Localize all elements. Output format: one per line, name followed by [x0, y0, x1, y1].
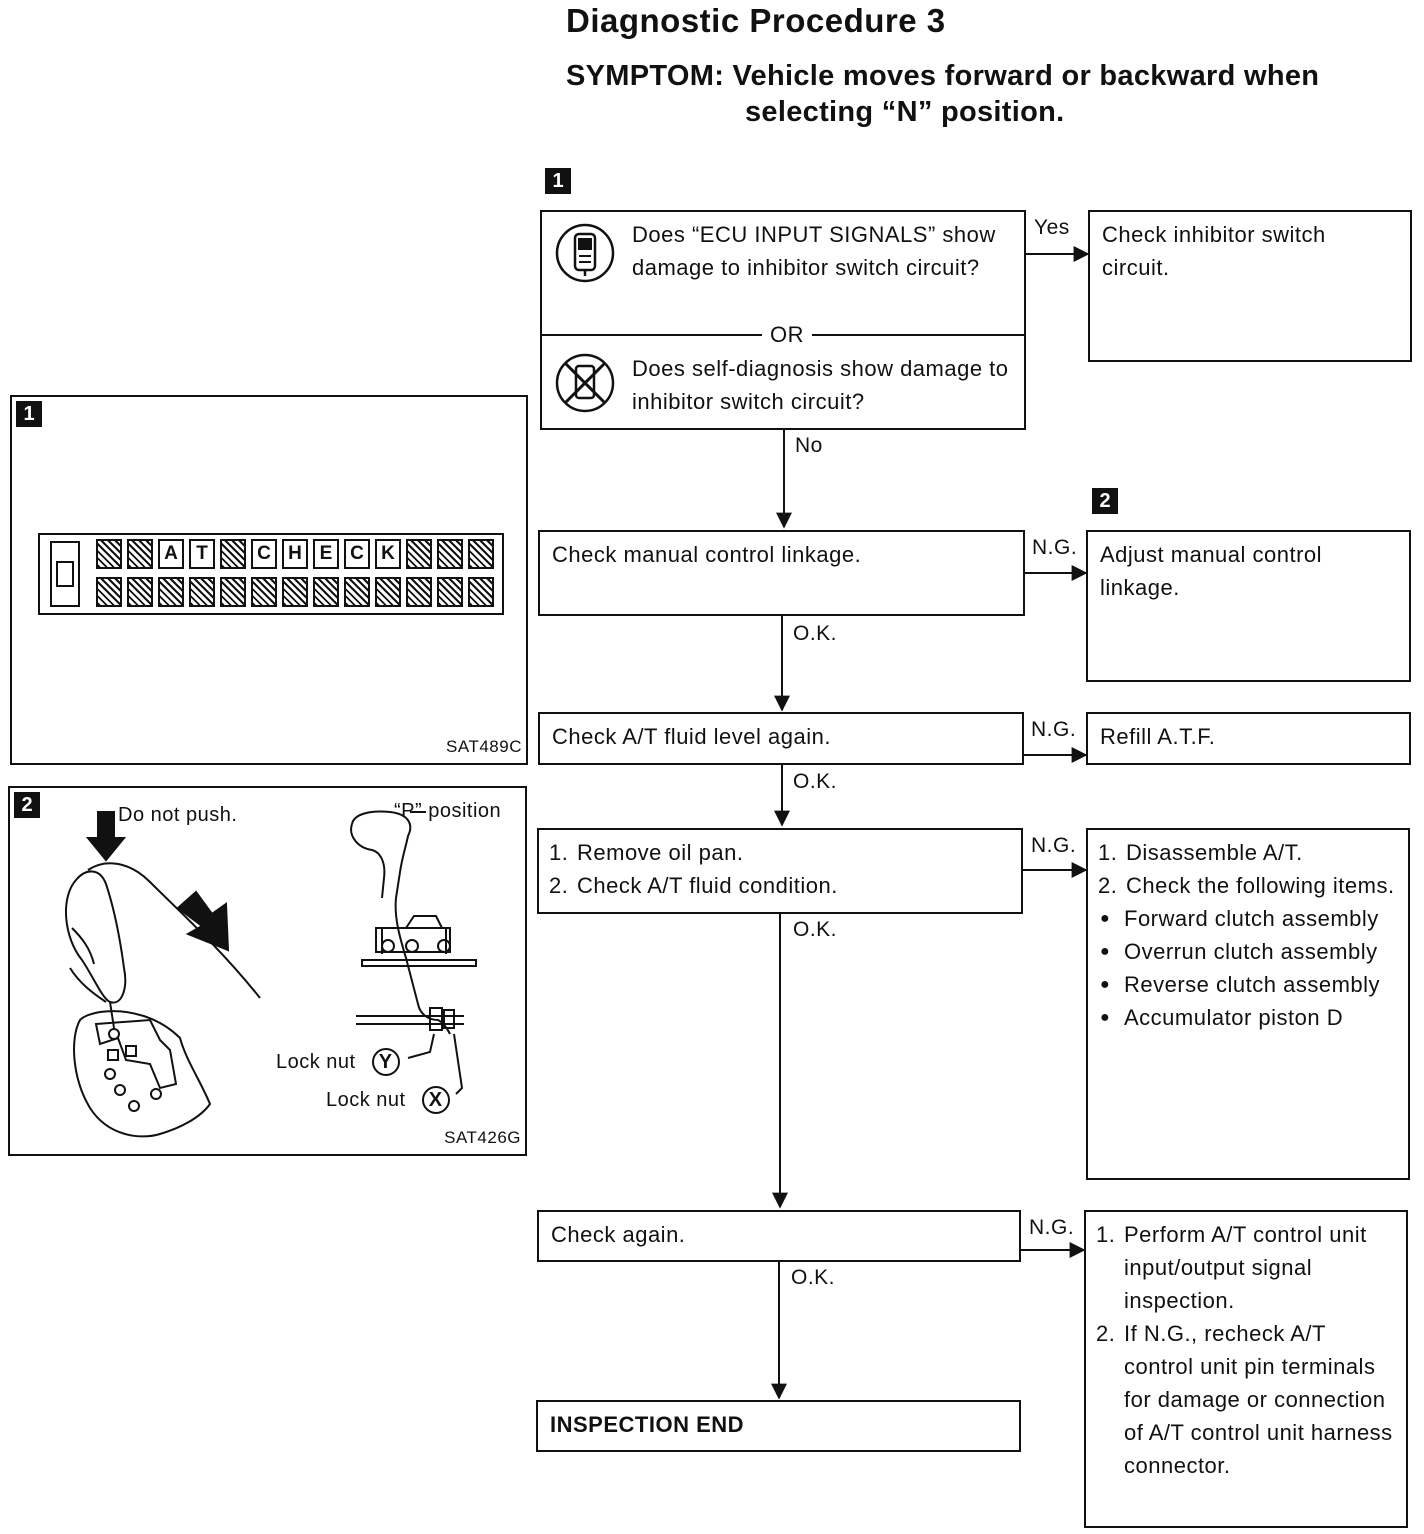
lock-nut-x-label: Lock nut X	[326, 1086, 450, 1114]
list-item: Reverse clutch assembly	[1100, 968, 1396, 1001]
ok-label-2: O.K.	[793, 622, 838, 645]
display-cell-blank	[96, 539, 122, 569]
list-item: Accumulator piston D	[1100, 1001, 1396, 1034]
question-ecu-input-signals: Does “ECU INPUT SIGNALS” show damage to …	[632, 222, 996, 280]
refill-atf-text: Refill A.T.F.	[1100, 724, 1216, 749]
list-item: Forward clutch assembly	[1100, 902, 1396, 935]
perform-inspection-box: Perform A/T control unit input/output si…	[1084, 1210, 1408, 1528]
step-tag-1: 1	[545, 168, 571, 194]
figure-2-code: SAT426G	[444, 1128, 521, 1147]
ok-label-5: O.K.	[791, 1266, 836, 1289]
display-cell-blank	[127, 539, 153, 569]
consult-tester-icon	[555, 223, 615, 283]
p-position-label: “P” position	[394, 800, 502, 822]
display-cell-blank	[220, 577, 246, 607]
display-cell-letter: C	[344, 539, 370, 569]
display-cell-blank	[406, 539, 432, 569]
display-cell-blank	[127, 577, 153, 607]
question-self-diagnosis: Does self-diagnosis show damage to inhib…	[632, 356, 1009, 414]
remove-oil-pan-box: Remove oil pan. Check A/T fluid conditio…	[537, 828, 1023, 914]
lock-nut-y-text: Lock nut	[276, 1051, 356, 1073]
figure-1-panel: 1 A T C H E C K	[10, 395, 528, 765]
list-item: Check the following items.	[1124, 869, 1396, 902]
display-cell-letter: K	[375, 539, 401, 569]
display-cell-letter: A	[158, 539, 184, 569]
display-cell-blank	[468, 539, 494, 569]
check-manual-linkage-text: Check manual control linkage.	[552, 542, 862, 567]
figure-2-panel: 2	[8, 786, 527, 1156]
disassemble-check-items: Forward clutch assembly Overrun clutch a…	[1100, 902, 1396, 1034]
perform-inspection-steps: Perform A/T control unit input/output si…	[1098, 1218, 1394, 1482]
list-item: Check A/T fluid condition.	[575, 869, 1009, 902]
or-label: OR	[762, 318, 812, 351]
display-cell-blank	[189, 577, 215, 607]
display-left-window	[50, 541, 80, 607]
list-item: Remove oil pan.	[575, 836, 1009, 869]
check-inhibitor-switch-text: Check inhibitor switch circuit.	[1102, 222, 1326, 280]
consult-display: A T C H E C K	[38, 533, 504, 615]
selector-lever-illustration	[65, 810, 477, 1138]
display-cell-blank	[437, 539, 463, 569]
figure-tag-2: 2	[14, 792, 40, 818]
check-fluid-level-text: Check A/T fluid level again.	[552, 724, 831, 749]
inspection-end-text: INSPECTION END	[550, 1412, 745, 1437]
list-item: Disassemble A/T.	[1124, 836, 1396, 869]
lock-nut-x-text: Lock nut	[326, 1089, 406, 1111]
ng-label-3: N.G.	[1031, 718, 1077, 741]
page-title: Diagnostic Procedure 3	[566, 2, 946, 39]
adjust-linkage-text: Adjust manual control linkage.	[1100, 542, 1323, 600]
ok-label-3: O.K.	[793, 770, 838, 793]
disassemble-steps: Disassemble A/T. Check the following ite…	[1100, 836, 1396, 902]
symptom-line-2: selecting “N” position.	[745, 96, 1065, 128]
list-item: Perform A/T control unit input/output si…	[1122, 1218, 1394, 1317]
display-cells: A T C H E C K	[96, 539, 506, 611]
display-cell-blank	[282, 577, 308, 607]
display-cell-blank	[96, 577, 122, 607]
no-tester-icon	[555, 353, 615, 413]
display-cell-blank	[251, 577, 277, 607]
ng-label-5: N.G.	[1029, 1216, 1075, 1239]
check-manual-linkage-box: Check manual control linkage.	[538, 530, 1025, 616]
check-again-box: Check again.	[537, 1210, 1021, 1262]
inspection-end-box: INSPECTION END	[536, 1400, 1021, 1452]
step-tag-2: 2	[1092, 488, 1118, 514]
do-not-push-label: Do not push.	[118, 804, 238, 826]
display-cell-blank	[220, 539, 246, 569]
display-cell-blank	[313, 577, 339, 607]
display-cell-blank	[437, 577, 463, 607]
display-cell-letter: E	[313, 539, 339, 569]
display-cell-letter: C	[251, 539, 277, 569]
symptom-line-1: SYMPTOM: Vehicle moves forward or backwa…	[566, 60, 1320, 92]
lock-nut-y-symbol: Y	[371, 1048, 400, 1076]
remove-oil-pan-steps: Remove oil pan. Check A/T fluid conditio…	[551, 836, 1009, 902]
lock-nut-y-label: Lock nut Y	[276, 1048, 400, 1076]
check-fluid-level-box: Check A/T fluid level again.	[538, 712, 1024, 765]
display-cell-letter: T	[189, 539, 215, 569]
figure-tag-1: 1	[16, 401, 42, 427]
ng-label-4: N.G.	[1031, 834, 1077, 857]
display-cell-blank	[344, 577, 370, 607]
list-item: Overrun clutch assembly	[1100, 935, 1396, 968]
check-inhibitor-switch-box: Check inhibitor switch circuit.	[1088, 210, 1412, 362]
symptom-text: SYMPTOM: Vehicle moves forward or backwa…	[566, 58, 1406, 130]
display-cell-blank	[158, 577, 184, 607]
list-item: If N.G., recheck A/T control unit pin te…	[1122, 1317, 1394, 1482]
ok-label-4: O.K.	[793, 918, 838, 941]
yes-label: Yes	[1034, 216, 1070, 239]
adjust-linkage-box: Adjust manual control linkage.	[1086, 530, 1411, 682]
no-label: No	[795, 434, 823, 457]
display-cell-blank	[406, 577, 432, 607]
ng-label-2: N.G.	[1032, 536, 1078, 559]
display-cell-blank	[375, 577, 401, 607]
question-box: Does “ECU INPUT SIGNALS” show damage to …	[540, 210, 1026, 430]
figure-1-code: SAT489C	[446, 737, 522, 756]
lock-nut-x-symbol: X	[421, 1086, 450, 1114]
display-cell-blank	[468, 577, 494, 607]
disassemble-box: Disassemble A/T. Check the following ite…	[1086, 828, 1410, 1180]
display-cell-letter: H	[282, 539, 308, 569]
check-again-text: Check again.	[551, 1222, 686, 1247]
refill-atf-box: Refill A.T.F.	[1086, 712, 1411, 765]
